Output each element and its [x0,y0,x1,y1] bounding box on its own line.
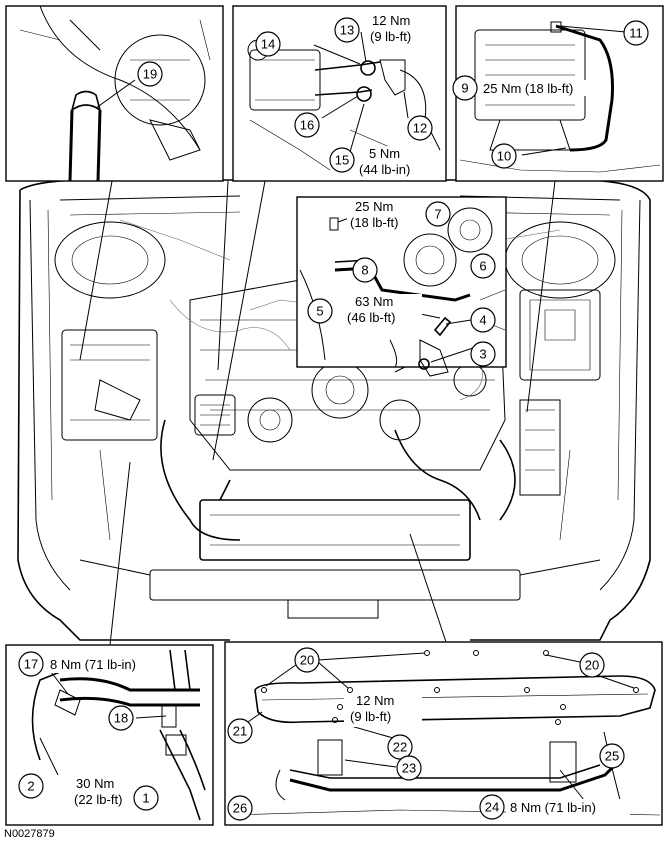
torque-15-lbin: (44 lb-in) [359,162,410,177]
callout-label: 26 [233,801,247,816]
callout-label: 11 [629,26,643,41]
torque-specs: 12 Nm (9 lb-ft) 5 Nm (44 lb-in) 25 Nm (1… [48,12,630,815]
callout-label: 16 [300,118,314,133]
callout-label: 18 [114,711,128,726]
callout-label: 1 [142,791,149,806]
callout-18: 18 [108,705,134,731]
torque-2-nm: 30 Nm [76,776,114,791]
callout-17: 17 [18,651,44,677]
callout-label: 3 [479,347,486,362]
inset-panel-1-2-17-18 [5,644,214,826]
callout-label: 10 [497,149,511,164]
torque-13-lbft: (9 lb-ft) [370,29,411,44]
torque-7-lbft: (18 lb-ft) [350,215,398,230]
callout-11: 11 [623,20,649,46]
callout-26: 26 [227,795,253,821]
torque-22-nm: 12 Nm [356,693,394,708]
callout-14: 14 [255,31,281,57]
callout-10: 10 [491,143,517,169]
callout-label: 9 [461,81,468,96]
figure-id: N0027879 [4,828,55,840]
callout-23: 23 [396,755,422,781]
callout-16: 16 [294,112,320,138]
callout-20-left: 20 [294,647,320,673]
callout-label: 7 [434,207,441,222]
callout-4: 4 [470,307,496,333]
callout-19: 19 [137,61,163,87]
callout-label: 14 [261,37,275,52]
callout-label: 22 [393,740,407,755]
callout-2: 2 [18,773,44,799]
torque-2-lbft: (22 lb-ft) [74,792,122,807]
callout-12: 12 [407,115,433,141]
callout-24: 24 [479,794,505,820]
callout-label: 24 [485,800,499,815]
callout-5: 5 [307,298,333,324]
callout-label: 13 [340,23,354,38]
leader-lines [79,180,556,646]
callout-6: 6 [470,253,496,279]
torque-5-nm: 63 Nm [355,294,393,309]
callout-label: 20 [300,653,314,668]
callout-label: 19 [143,67,157,82]
callout-label: 8 [361,263,368,278]
torque-5-lbft: (46 lb-ft) [347,310,395,325]
callout-label: 4 [479,313,486,328]
callout-label: 15 [335,153,349,168]
torque-9: 25 Nm (18 lb-ft) [483,81,573,96]
bolt-icons [261,650,639,725]
callout-label: 17 [24,657,38,672]
callout-8: 8 [352,257,378,283]
callout-label: 25 [605,749,619,764]
callout-22: 22 [387,734,413,760]
torque-17: 8 Nm (71 lb-in) [50,657,136,672]
torque-13-nm: 12 Nm [372,13,410,28]
callout-label: 12 [413,121,427,136]
torque-15-nm: 5 Nm [369,146,400,161]
callout-15: 15 [329,147,355,173]
inset-panel-20-26 [224,641,663,826]
torque-22-lbft: (9 lb-ft) [350,709,391,724]
callout-label: 23 [402,761,416,776]
callout-label: 21 [233,724,247,739]
inset-panel-19 [5,5,224,182]
callout-25: 25 [599,743,625,769]
callout-13: 13 [334,17,360,43]
callout-label: 20 [585,658,599,673]
callout-label: 6 [479,259,486,274]
callout-label: 2 [27,779,34,794]
callout-9: 9 [452,75,478,101]
callout-3: 3 [470,341,496,367]
callout-1: 1 [133,785,159,811]
torque-7-nm: 25 Nm [355,199,393,214]
callout-label: 5 [316,304,323,319]
callout-7: 7 [425,201,451,227]
callout-21: 21 [227,718,253,744]
callout-20-right: 20 [579,652,605,678]
torque-24: 8 Nm (71 lb-in) [510,800,596,815]
